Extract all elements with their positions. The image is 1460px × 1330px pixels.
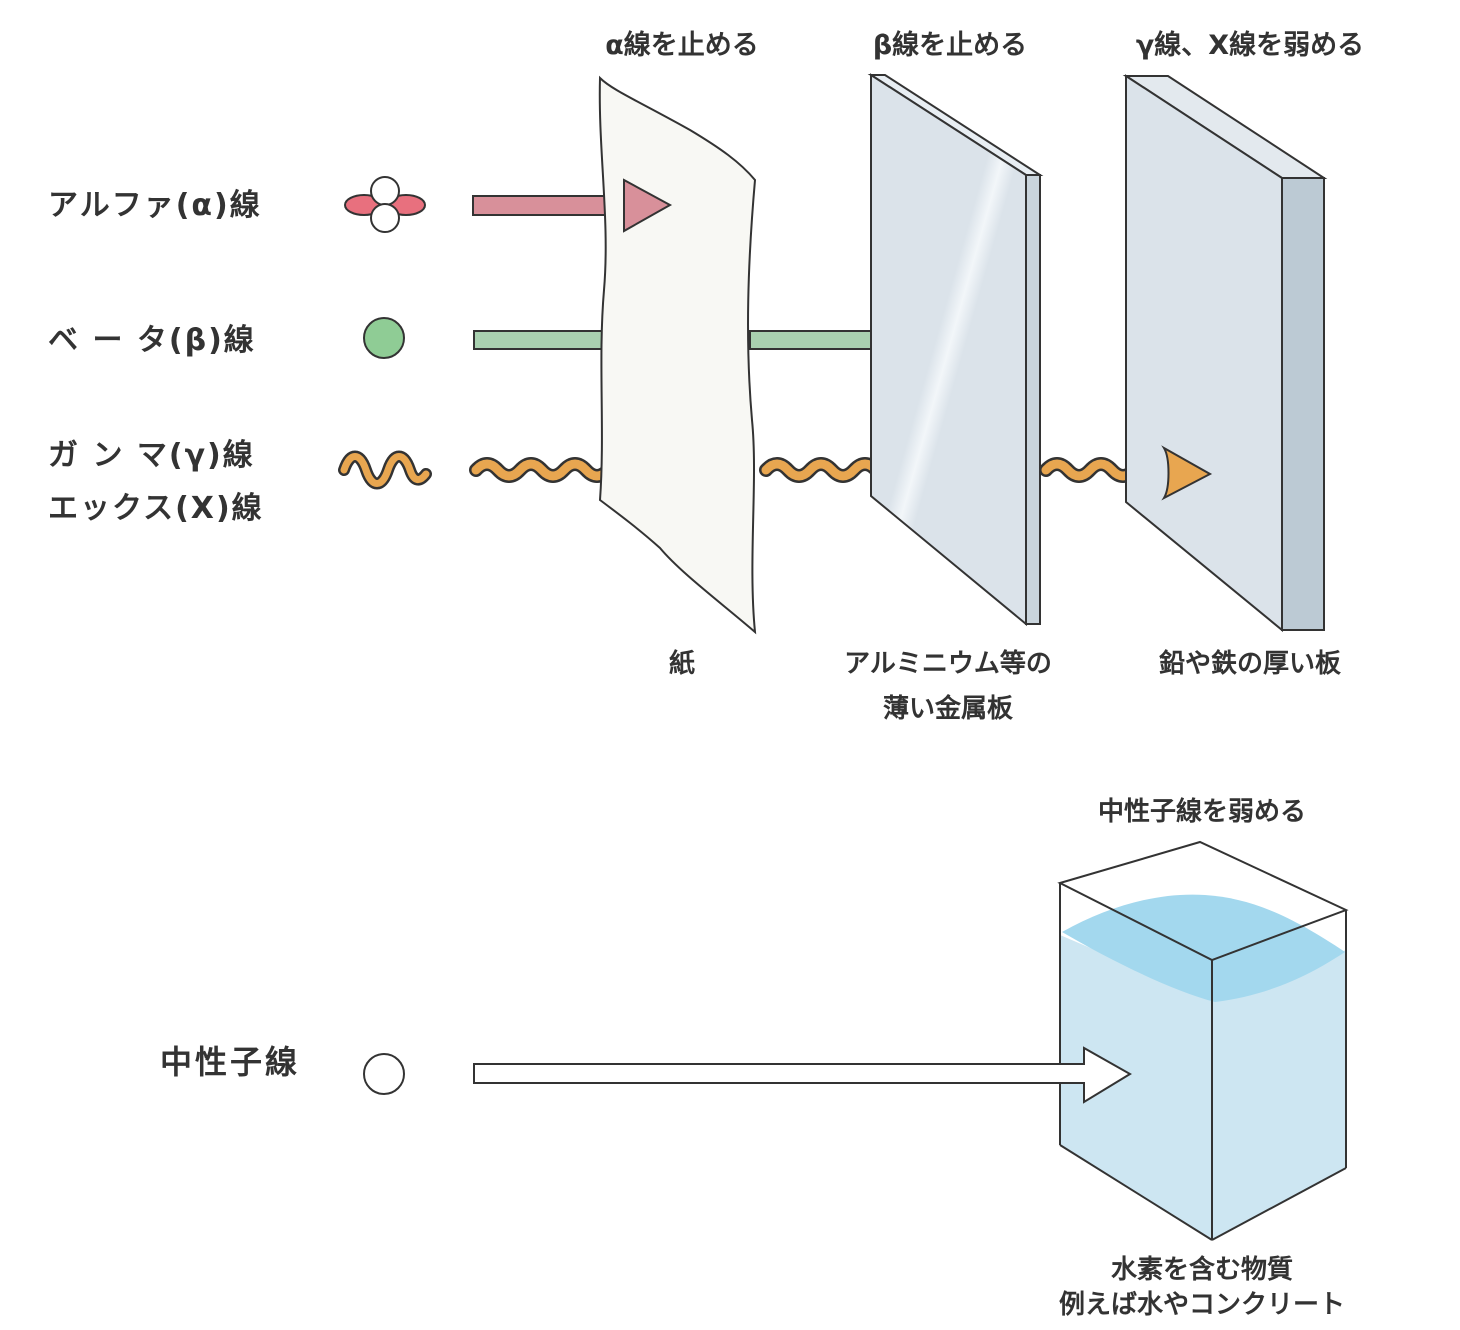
lead-caption: γ線、X線を弱める bbox=[1136, 29, 1364, 61]
water-caption: 中性子線を弱める bbox=[1098, 796, 1306, 827]
neutron-ray-label: 中性子線 bbox=[160, 1043, 300, 1081]
aluminum-material-label-1: アルミニウム等の bbox=[844, 648, 1052, 679]
xray-label: エックス(X)線 bbox=[48, 491, 264, 526]
water-material-label-2: 例えば水やコンクリート bbox=[1059, 1290, 1345, 1320]
neutron-ray-arrow bbox=[473, 1046, 1132, 1104]
aluminum-material-label-2: 薄い金属板 bbox=[883, 693, 1013, 724]
aluminum-plate bbox=[867, 73, 1044, 627]
aluminum-caption: β線を止める bbox=[873, 29, 1027, 61]
lead-plate bbox=[1122, 74, 1328, 633]
paper-sheet bbox=[598, 75, 757, 635]
alpha-ray-label: アルファ(α)線 bbox=[48, 188, 262, 223]
gamma-ray-arrowhead bbox=[1161, 445, 1213, 501]
alpha-ray-arrowhead bbox=[623, 178, 673, 233]
paper-material-label: 紙 bbox=[669, 648, 695, 679]
neutron-particle-icon bbox=[363, 1053, 405, 1095]
paper-caption: α線を止める bbox=[605, 29, 759, 61]
water-surface bbox=[1062, 894, 1345, 1002]
lead-material-label: 鉛や鉄の厚い板 bbox=[1159, 648, 1341, 679]
gamma-ray-label: ガ ン マ(γ)線 bbox=[48, 438, 255, 473]
alpha-particle-icon bbox=[344, 176, 426, 233]
beta-particle-icon bbox=[363, 317, 405, 359]
water-material-label-1: 水素を含む物質 bbox=[1111, 1254, 1293, 1285]
beta-ray-label: ベ ー タ(β)線 bbox=[48, 323, 256, 358]
gamma-wave-icon-fill bbox=[340, 453, 430, 487]
water-tank bbox=[1057, 840, 1349, 1241]
